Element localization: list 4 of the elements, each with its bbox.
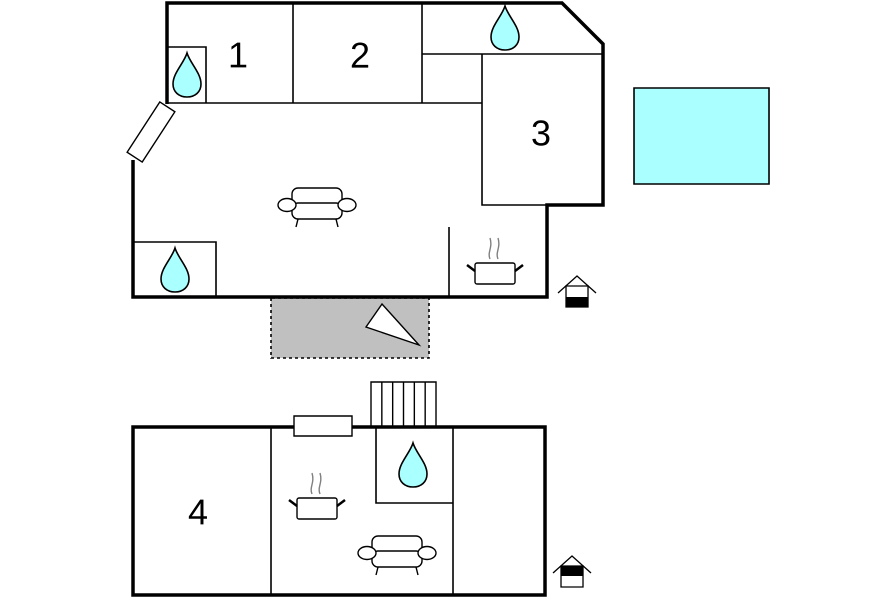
room-number: 1 (230, 42, 246, 68)
room-number: 3 (532, 120, 550, 146)
room-number: 4 (188, 500, 207, 524)
room-number: 2 (352, 42, 368, 68)
